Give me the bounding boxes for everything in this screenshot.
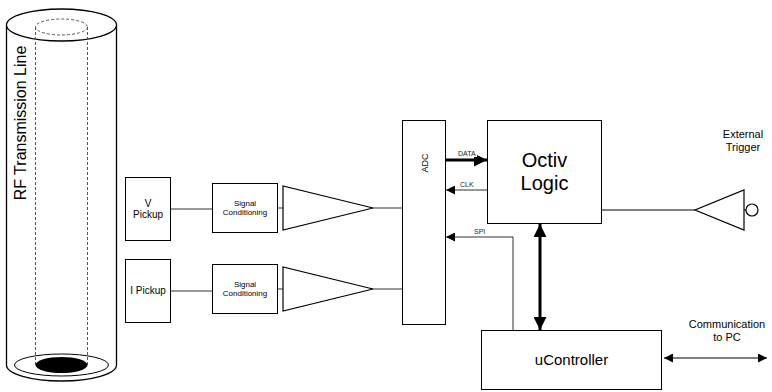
node-text: V Pickup — [130, 198, 166, 221]
trigger-buffer — [695, 190, 744, 230]
node-text: RF Transmission Line — [13, 46, 29, 201]
clock-line — [446, 190, 487, 191]
pc-link-arrow — [664, 357, 767, 358]
inner-conductor-end — [36, 357, 88, 373]
node-text: Signal Conditioning — [217, 199, 273, 217]
pc-link-label: Communication to PC — [684, 318, 770, 343]
data-bus-arrow — [446, 159, 487, 162]
adc-box: ADC — [402, 120, 446, 325]
conditioning-box: Signal Conditioning — [212, 183, 278, 233]
pickup-box: V Pickup — [125, 177, 171, 241]
inner-conductor-top — [36, 19, 88, 35]
amplifier-symbol — [283, 186, 373, 230]
amplifier-symbol — [283, 267, 373, 311]
signal-name: SPI — [473, 228, 486, 235]
node-text: uController — [535, 351, 608, 368]
inner-conductor-edge — [35, 27, 36, 365]
node-text: Signal Conditioning — [217, 280, 273, 298]
signal-name: CLK — [459, 181, 475, 188]
trigger-wire — [602, 209, 695, 210]
node-text: I Pickup — [130, 285, 166, 297]
node-text: ADC — [421, 153, 430, 172]
bus-arrow — [539, 224, 542, 330]
pickup-box: I Pickup — [125, 259, 171, 323]
signal-wire — [171, 208, 212, 209]
conditioning-box: Signal Conditioning — [212, 264, 278, 314]
spi-line — [446, 237, 513, 330]
signal-name: DATA — [457, 150, 477, 157]
transmission-line: RF Transmission Line — [5, 5, 118, 385]
dielectric-end — [15, 354, 109, 376]
logic-box: Octiv Logic — [487, 120, 602, 224]
trigger-connector — [746, 204, 758, 216]
trigger-label: External Trigger — [716, 128, 770, 153]
cylinder-top — [7, 9, 117, 41]
node-text: Octiv Logic — [507, 149, 582, 195]
inner-conductor-edge — [87, 27, 88, 365]
controller-box: uController — [481, 330, 662, 390]
cylinder-body — [7, 25, 117, 381]
signal-wire — [171, 290, 212, 291]
